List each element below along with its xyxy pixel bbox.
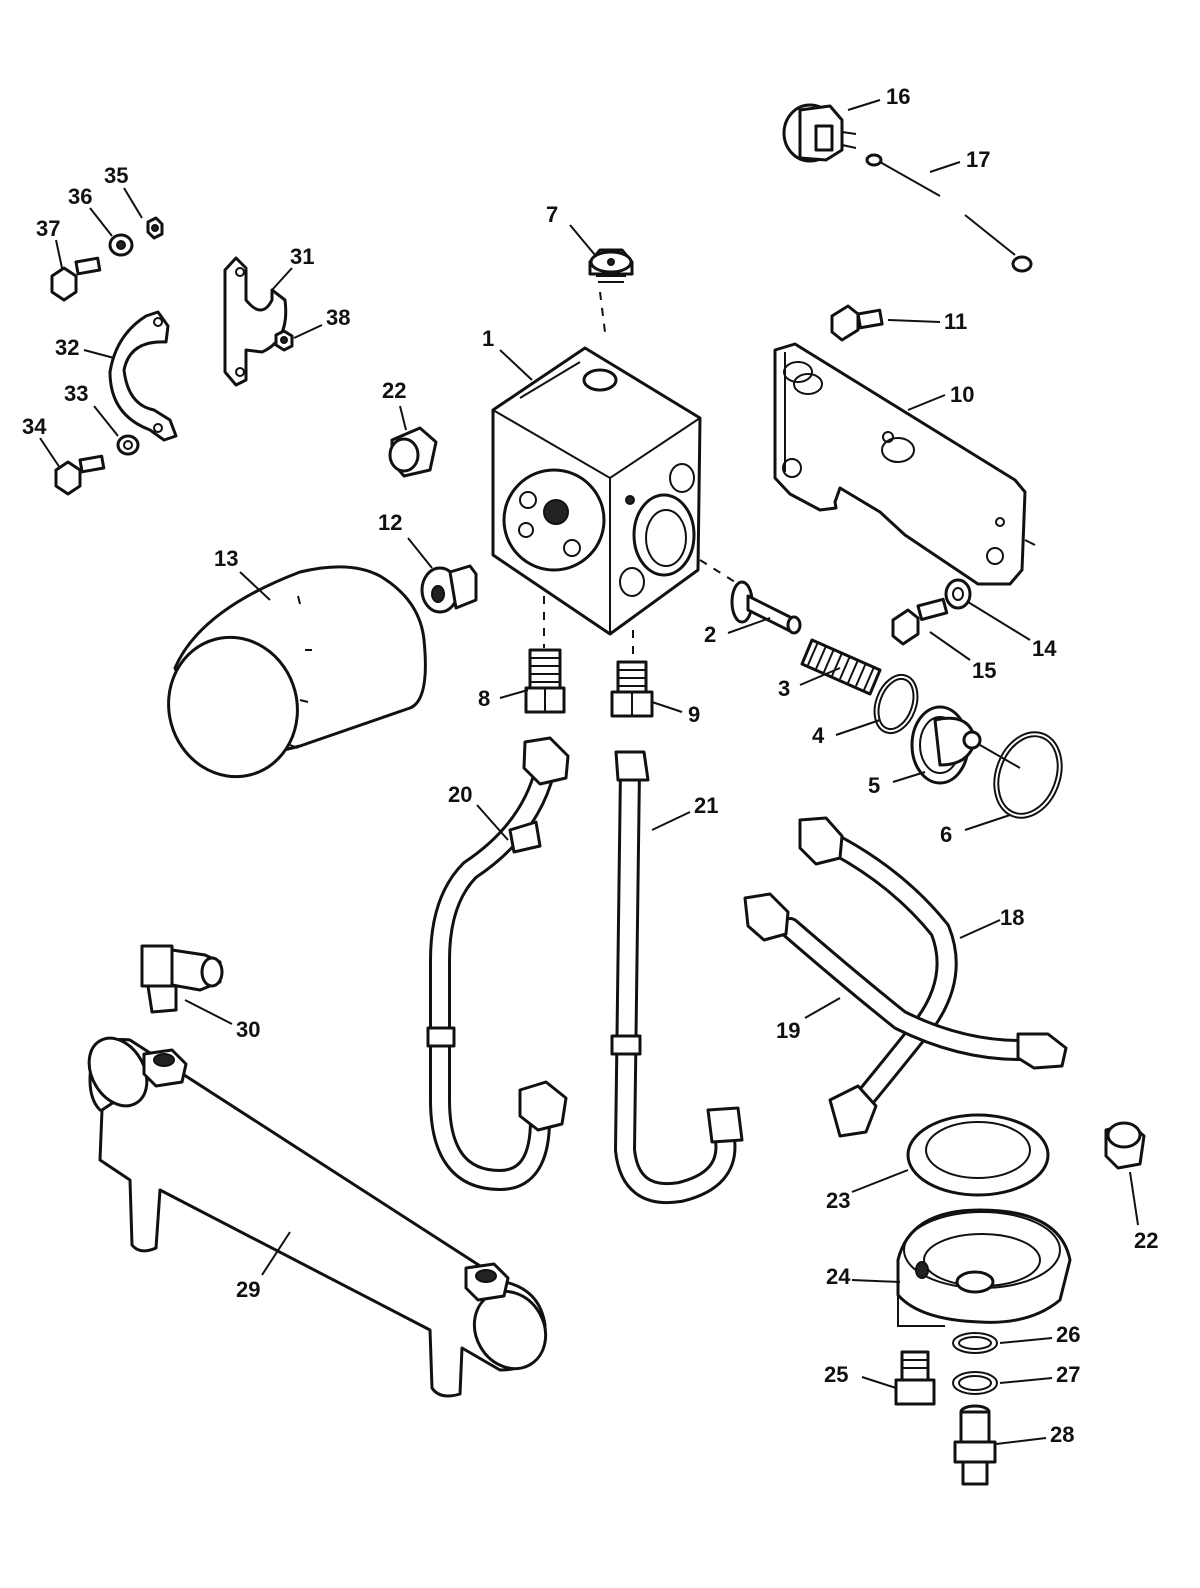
part-bushing-22a [388,426,438,478]
part-bracket-plate [773,342,1036,586]
part-o-ring [873,673,919,735]
callout-11: 11 [944,309,967,334]
callout-2: 2 [704,622,716,647]
callout-37: 37 [36,216,60,241]
part-o-ring-27 [952,1371,998,1395]
part-washer-36 [108,233,134,257]
callout-22b: 22 [1134,1228,1158,1253]
callout-5: 5 [868,773,880,798]
callout-35: 35 [104,163,128,188]
part-hose-18 [798,816,958,1138]
part-filter-adapter [896,1208,1072,1327]
assembly-guide-lines [543,291,736,660]
callout-labels: 1 2 3 4 5 6 7 8 9 10 11 12 13 14 15 16 1… [22,84,1158,1447]
part-fitting-25 [894,1350,936,1406]
part-clamp-32 [108,310,178,442]
callout-32: 32 [55,335,79,360]
callout-4: 4 [812,723,825,748]
callout-6: 6 [940,822,952,847]
callout-38: 38 [326,305,350,330]
callout-1: 1 [482,326,494,351]
part-screw-15 [891,597,949,646]
callout-17: 17 [966,147,990,172]
part-bolt-34 [54,454,106,496]
part-o-ring-26 [952,1332,998,1354]
part-housing-block [491,346,702,636]
part-bushing-22b [1104,1121,1146,1170]
part-hose-21 [610,750,744,1205]
callout-34: 34 [22,414,47,439]
callout-leader-lines [39,99,1139,1445]
part-fitting-9 [610,660,654,718]
part-fitting-8 [524,648,566,714]
part-washer-14 [944,578,972,610]
part-gasket-ring [906,1113,1050,1197]
callout-33: 33 [64,381,88,406]
part-nut-38 [274,329,294,352]
callout-25: 25 [824,1362,848,1387]
callout-16: 16 [886,84,910,109]
callout-8: 8 [478,686,490,711]
callout-26: 26 [1056,1322,1080,1347]
part-sender [782,103,857,163]
part-oil-cooler [87,1036,548,1398]
callout-12: 12 [378,510,402,535]
callout-10: 10 [950,382,974,407]
part-wire [865,153,1033,273]
callout-14: 14 [1032,636,1057,661]
callout-18: 18 [1000,905,1024,930]
callout-23: 23 [826,1188,850,1213]
part-clamp-31 [223,256,288,387]
part-nipple [953,1404,997,1486]
part-hose-19 [743,892,1068,1070]
callout-13: 13 [214,546,238,571]
callout-22a: 22 [382,378,406,403]
part-screw-11 [830,304,884,342]
callout-19: 19 [776,1018,800,1043]
part-elbow [140,944,224,1014]
callout-27: 27 [1056,1362,1080,1387]
callout-15: 15 [972,658,996,683]
callout-24: 24 [826,1264,851,1289]
callout-9: 9 [688,702,700,727]
callout-31: 31 [290,244,314,269]
part-spring [800,638,882,696]
callout-7: 7 [546,202,558,227]
callout-36: 36 [68,184,92,209]
part-nut-35 [146,216,164,240]
part-snap-ring [993,731,1063,819]
part-fitting-12 [420,564,478,614]
part-hose-20 [426,736,570,1191]
part-thermostat-stem [730,580,802,635]
callout-20: 20 [448,782,472,807]
part-thermostat [910,705,1021,785]
callout-29: 29 [236,1277,260,1302]
part-plug [588,248,634,283]
part-bolt-37 [50,256,102,302]
callout-3: 3 [778,676,790,701]
part-oil-filter [167,565,427,779]
callout-30: 30 [236,1017,260,1042]
callout-28: 28 [1050,1422,1074,1447]
callout-21: 21 [694,793,718,818]
part-washer-33 [116,434,140,456]
